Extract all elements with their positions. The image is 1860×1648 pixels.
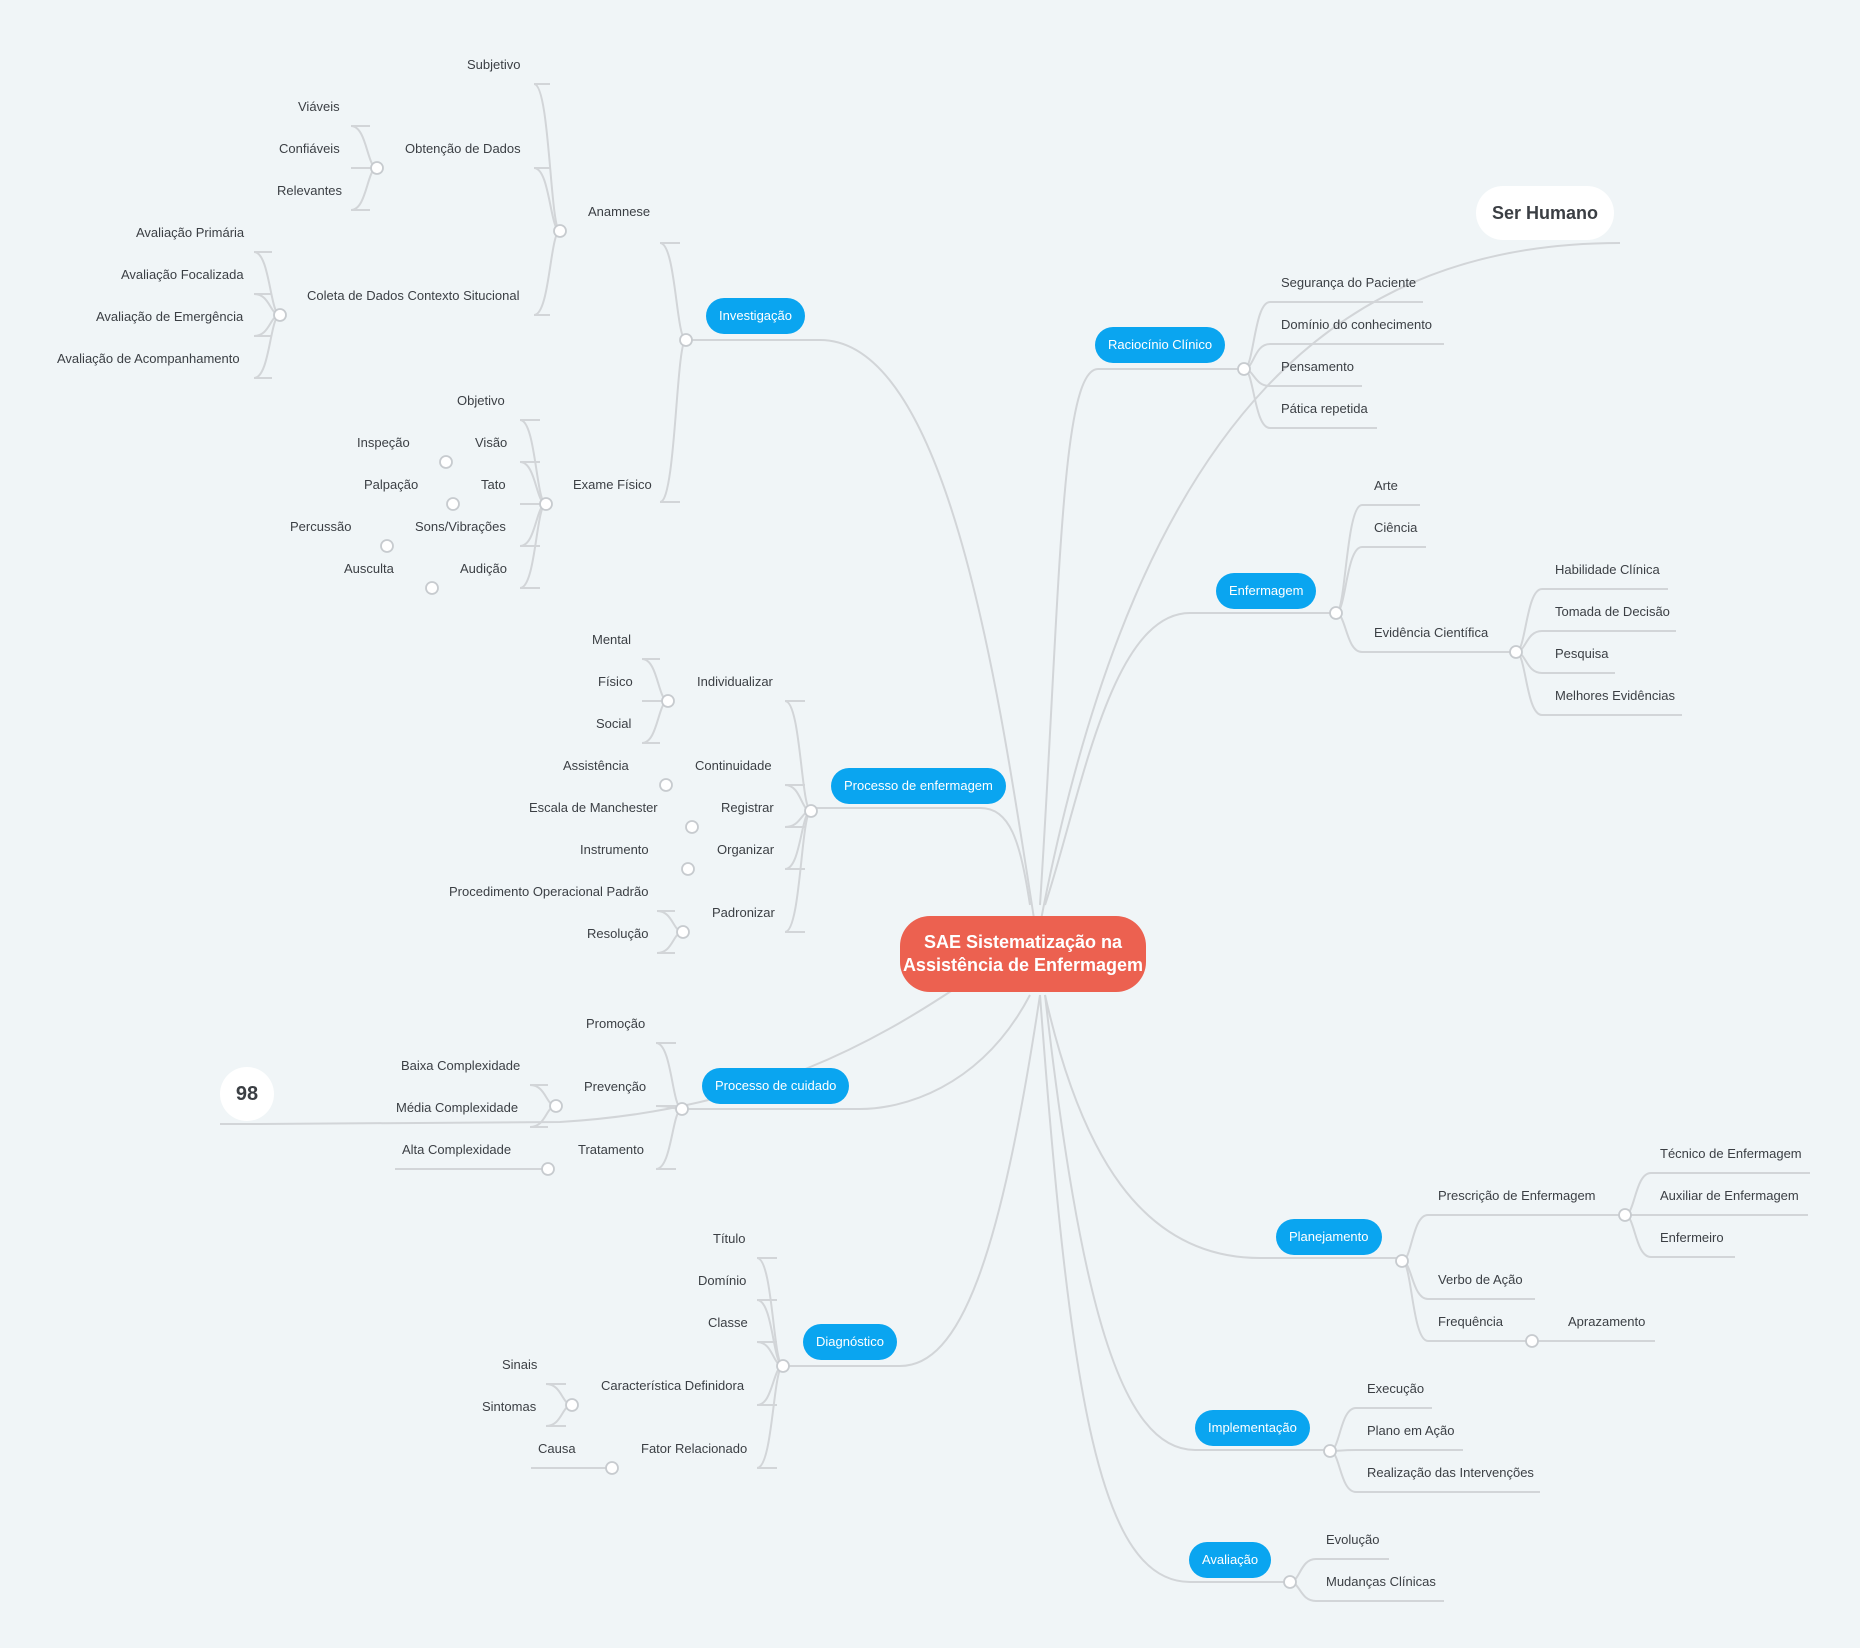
topic-melhores-evidencias[interactable]: Melhores Evidências [1555, 688, 1675, 703]
topic-obtencao-dados[interactable]: Obtenção de Dados [405, 141, 521, 156]
topic-audicao[interactable]: Audição [460, 561, 507, 576]
topic-promocao[interactable]: Promoção [586, 1016, 646, 1031]
topic-plano-acao[interactable]: Plano em Ação [1367, 1423, 1455, 1438]
topic-avaliacao-primaria[interactable]: Avaliação Primária [136, 225, 245, 240]
topic-caracteristica-definidora[interactable]: Característica Definidora [601, 1378, 745, 1393]
topic-objetivo[interactable]: Objetivo [457, 393, 505, 408]
topic-instrumento[interactable]: Instrumento [580, 842, 649, 857]
topic-exame-fisico[interactable]: Exame Físico [573, 477, 652, 492]
topic-organizar[interactable]: Organizar [717, 842, 775, 857]
topic-enfermeiro[interactable]: Enfermeiro [1660, 1230, 1724, 1245]
topic-dominio[interactable]: Domínio [698, 1273, 747, 1288]
topic-mental[interactable]: Mental [592, 632, 632, 647]
topic-individualizar[interactable]: Individualizar [697, 674, 773, 689]
ser-humano-label: Ser Humano [1491, 202, 1599, 223]
topic-tecnico-enfermagem[interactable]: Técnico de Enfermagem [1660, 1146, 1802, 1161]
topic-fisico[interactable]: Físico [598, 674, 633, 689]
topic-visao[interactable]: Visão [475, 435, 508, 450]
topic-registrar[interactable]: Registrar [721, 800, 774, 815]
branch-implementacao[interactable]: Implementação [1195, 1410, 1310, 1446]
topic-sons-vibracoes[interactable]: Sons/Vibrações [415, 519, 506, 534]
topic-auxiliar-enfermagem[interactable]: Auxiliar de Enfermagem [1660, 1188, 1799, 1203]
branch-avaliacao[interactable]: Avaliação [1189, 1542, 1272, 1578]
connector-junctions [273, 161, 1632, 1589]
topic-tomada-decisao[interactable]: Tomada de Decisão [1555, 604, 1670, 619]
topic-social[interactable]: Social [596, 716, 632, 731]
topic-ciencia[interactable]: Ciência [1374, 520, 1418, 535]
topic-aprazamento[interactable]: Aprazamento [1568, 1314, 1646, 1329]
topic-fator-relacionado[interactable]: Fator Relacionado [641, 1441, 748, 1456]
topic-evidencia-cientifica[interactable]: Evidência Científica [1374, 625, 1489, 640]
branch-processo-enfermagem[interactable]: Processo de enfermagem [831, 768, 1006, 804]
topic-sintomas[interactable]: Sintomas [482, 1399, 537, 1414]
topic-confiaveis[interactable]: Confiáveis [279, 141, 340, 156]
topic-viaveis[interactable]: Viáveis [298, 99, 340, 114]
topic-mudancas-clinicas[interactable]: Mudanças Clínicas [1326, 1574, 1436, 1589]
topic-padronizar[interactable]: Padronizar [712, 905, 775, 920]
connector-lines [220, 83, 1810, 1602]
topic-avaliacao-focalizada[interactable]: Avaliação Focalizada [121, 267, 244, 282]
topic-seguranca-paciente[interactable]: Segurança do Paciente [1281, 275, 1417, 290]
topic-dominio-conhecimento[interactable]: Domínio do conhecimento [1281, 317, 1433, 332]
topic-prevencao[interactable]: Prevenção [584, 1079, 647, 1094]
topic-alta-complexidade[interactable]: Alta Complexidade [402, 1142, 512, 1157]
topic-media-complexidade[interactable]: Média Complexidade [396, 1100, 519, 1115]
topic-prescricao-enfermagem[interactable]: Prescrição de Enfermagem [1438, 1188, 1596, 1203]
topic-inspecao[interactable]: Inspeção [357, 435, 410, 450]
branch-enfermagem[interactable]: Enfermagem [1216, 573, 1317, 609]
topic-sinais[interactable]: Sinais [502, 1357, 538, 1372]
central-topic[interactable]: SAE Sistematização na Assistência de Enfe… [900, 916, 1146, 992]
topic-classe[interactable]: Classe [708, 1315, 748, 1330]
topic-pesquisa[interactable]: Pesquisa [1555, 646, 1609, 661]
topic-frequencia[interactable]: Frequência [1438, 1314, 1504, 1329]
topic-ausculta[interactable]: Ausculta [344, 561, 394, 576]
topic-habilidade-clinica[interactable]: Habilidade Clínica [1555, 562, 1660, 577]
topic-tato[interactable]: Tato [481, 477, 506, 492]
branch-processo-cuidado[interactable]: Processo de cuidado [702, 1068, 850, 1104]
branch-raciocinio-clinico[interactable]: Raciocínio Clínico [1095, 327, 1226, 363]
floating-topic-count[interactable]: 98 [220, 1067, 274, 1121]
topic-percussao[interactable]: Percussão [290, 519, 352, 534]
topic-patica-repetida[interactable]: Pática repetida [1281, 401, 1368, 416]
topic-realizacao-intervencoes[interactable]: Realização das Intervenções [1367, 1465, 1534, 1480]
topic-baixa-complexidade[interactable]: Baixa Complexidade [401, 1058, 521, 1073]
topic-pensamento[interactable]: Pensamento [1281, 359, 1354, 374]
topic-verbo-acao[interactable]: Verbo de Ação [1438, 1272, 1523, 1287]
branch-investigacao[interactable]: Investigação [706, 298, 805, 334]
topic-tratamento[interactable]: Tratamento [578, 1142, 644, 1157]
topic-coleta-dados[interactable]: Coleta de Dados Contexto Situcional [307, 288, 520, 303]
branch-planejamento[interactable]: Planejamento [1276, 1219, 1382, 1255]
topic-subjetivo[interactable]: Subjetivo [467, 57, 521, 72]
topic-escala-manchester[interactable]: Escala de Manchester [529, 800, 658, 815]
floating-topic-ser-humano[interactable]: Ser Humano [1476, 186, 1614, 240]
topic-resolucao[interactable]: Resolução [587, 926, 649, 941]
topic-pop[interactable]: Procedimento Operacional Padrão [449, 884, 649, 899]
branch-diagnostico[interactable]: Diagnóstico [803, 1324, 897, 1360]
topic-titulo[interactable]: Título [713, 1231, 746, 1246]
topic-execucao[interactable]: Execução [1367, 1381, 1425, 1396]
topic-avaliacao-emergencia[interactable]: Avaliação de Emergência [96, 309, 244, 324]
topic-causa[interactable]: Causa [538, 1441, 576, 1456]
topic-arte[interactable]: Arte [1374, 478, 1398, 493]
topic-relevantes[interactable]: Relevantes [277, 183, 343, 198]
topic-continuidade[interactable]: Continuidade [695, 758, 772, 773]
topic-palpacao[interactable]: Palpação [364, 477, 419, 492]
topic-avaliacao-acompanhamento[interactable]: Avaliação de Acompanhamento [57, 351, 240, 366]
topic-assistencia[interactable]: Assistência [563, 758, 629, 773]
topic-anamnese[interactable]: Anamnese [588, 204, 651, 219]
topic-evolucao[interactable]: Evolução [1326, 1532, 1380, 1547]
count-label: 98 [235, 1082, 259, 1105]
central-topic-line1: SAE Sistematização na [923, 932, 1123, 952]
central-topic-line2: Assistência de Enfermagem [902, 955, 1144, 975]
